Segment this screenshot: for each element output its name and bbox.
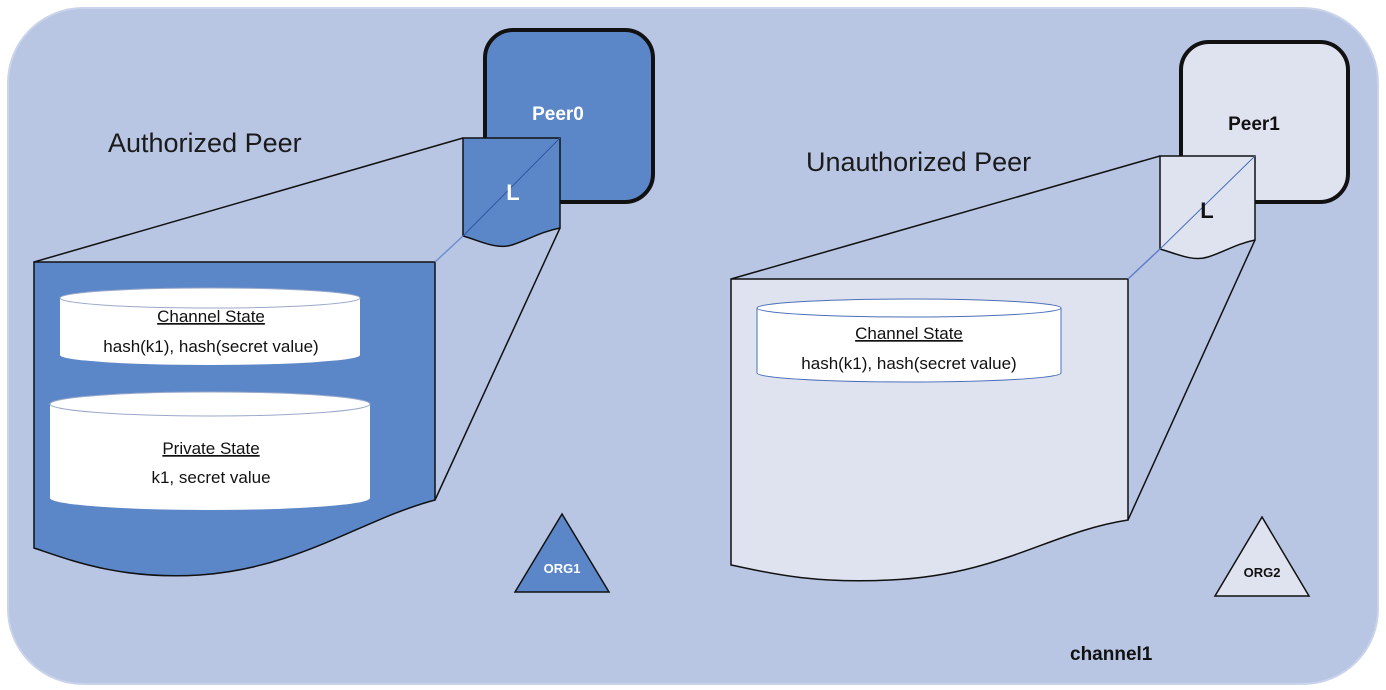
private-state-title: Private State: [162, 439, 259, 458]
projection-line: [1127, 239, 1256, 521]
authorized-peer-group: Peer0 Authorized Peer L Channel State ha…: [33, 28, 655, 593]
org2-channel-state-db: Channel State hash(k1), hash(secret valu…: [756, 298, 1062, 383]
org2-label: ORG2: [1244, 565, 1281, 580]
org1-triangle[interactable]: [513, 512, 611, 593]
channel-label: channel1: [1070, 644, 1153, 665]
org1-channel-state-db: Channel State hash(k1), hash(secret valu…: [59, 287, 361, 365]
private-state-body: k1, secret value: [151, 468, 270, 487]
unauthorized-peer-group: Peer1 Unauthorized Peer L Channel State …: [730, 40, 1350, 597]
projection-line: [730, 155, 1161, 280]
peer0-ledger-diagonal: [462, 137, 561, 237]
projection-line: [1127, 248, 1161, 280]
channel-state-body: hash(k1), hash(secret value): [801, 354, 1016, 373]
peer0-ledger-label: L: [506, 180, 519, 205]
projection-line: [33, 137, 464, 263]
projection-line: [434, 227, 561, 501]
peer1-label: Peer1: [1228, 114, 1280, 135]
org1-label: ORG1: [544, 561, 581, 576]
unauthorized-peer-heading: Unauthorized Peer: [806, 147, 1031, 177]
channel-state-title: Channel State: [157, 307, 265, 326]
peer1-ledger-icon[interactable]: [1159, 155, 1256, 260]
peer1-ledger-diagonal: [1159, 155, 1256, 250]
org2-triangle[interactable]: [1213, 515, 1311, 597]
peer0-ledger-icon[interactable]: [462, 137, 561, 248]
authorized-peer-heading: Authorized Peer: [108, 128, 302, 158]
peer0-label: Peer0: [532, 104, 584, 125]
org1-private-state-db: Private State k1, secret value: [49, 391, 371, 510]
channel-state-title: Channel State: [855, 324, 963, 343]
channel-state-body: hash(k1), hash(secret value): [103, 337, 318, 356]
projection-line: [434, 235, 464, 263]
peer1-ledger-label: L: [1200, 198, 1213, 223]
